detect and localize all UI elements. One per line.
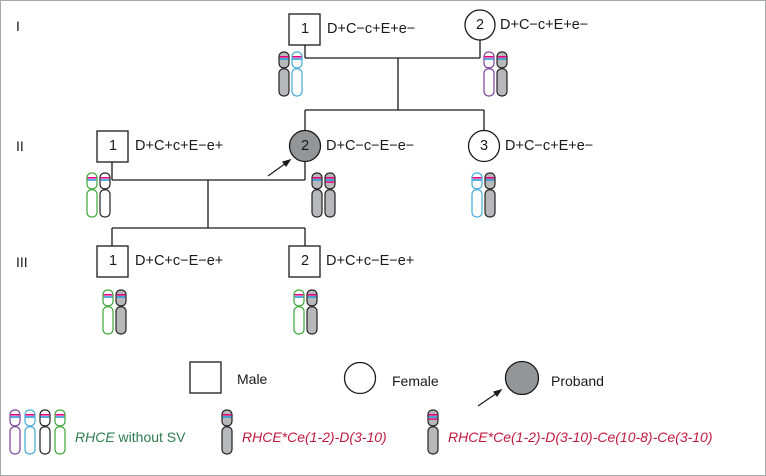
individual-II1-male-square bbox=[96, 130, 129, 163]
proband-arrow bbox=[267, 158, 292, 177]
individual-number-I2: 2 bbox=[475, 17, 485, 33]
legend-proband-arrow bbox=[477, 388, 503, 407]
chromosome-pair-I2-right bbox=[496, 51, 508, 97]
chromosome-pair-III1-left bbox=[102, 289, 114, 335]
chromosome-pair-II3-left bbox=[471, 172, 483, 218]
legend-allele-sv1: RHCE*Ce(1-2)-D(3-10) bbox=[242, 429, 387, 445]
individual-I1-male-square bbox=[288, 13, 321, 46]
chromosome-pair-II1-left bbox=[86, 172, 98, 218]
legend-female-label: Female bbox=[392, 373, 439, 389]
individual-III2-male-square bbox=[288, 245, 321, 278]
chromosome-pair-II3-right bbox=[484, 172, 496, 218]
chromosome-pairs bbox=[9, 51, 508, 455]
legend-male-square bbox=[189, 361, 222, 394]
individual-II3-female-circle bbox=[467, 129, 501, 163]
chromosome-pair-III2-left bbox=[293, 289, 305, 335]
legend-allele-sv2: RHCE*Ce(1-2)-D(3-10)-Ce(10-8)-Ce(3-10) bbox=[448, 429, 713, 445]
individual-I2-female-circle bbox=[464, 9, 496, 41]
individual-III1-male-square bbox=[96, 245, 129, 278]
individual-number-I1: 1 bbox=[300, 21, 310, 37]
chromosome-pair-III2-right bbox=[306, 289, 318, 335]
individual-number-III1: 1 bbox=[108, 253, 118, 269]
individual-number-II1: 1 bbox=[108, 138, 118, 154]
legend-allele-plain-gene: RHCE bbox=[75, 429, 115, 445]
chromosome-pair-III1-right bbox=[115, 289, 127, 335]
chromosome-pair-I1-left bbox=[278, 51, 290, 97]
legend-chromosome-green bbox=[54, 409, 66, 455]
individual-number-II3: 3 bbox=[479, 138, 489, 154]
legend-chromosome-black bbox=[39, 409, 51, 455]
generation-label-II: II bbox=[16, 138, 24, 154]
generation-label-III: III bbox=[16, 254, 28, 270]
individual-II2-proband-circle bbox=[288, 129, 322, 163]
pedigree-lines bbox=[111, 40, 485, 246]
legend-allele-plain-suffix: without SV bbox=[114, 429, 186, 445]
chromosome-pair-I2-left bbox=[483, 51, 495, 97]
generation-label-I: I bbox=[16, 18, 20, 34]
phenotype-II2: D+C−c−E−e− bbox=[326, 138, 415, 154]
legend-proband-label: Proband bbox=[551, 373, 604, 389]
legend-chromosome-sv1 bbox=[221, 409, 233, 455]
phenotype-II3: D+C−c+E+e− bbox=[505, 138, 594, 154]
legend-chromosome-blue bbox=[24, 409, 36, 455]
legend-female-circle bbox=[343, 361, 377, 395]
legend-chromosome-sv2 bbox=[427, 409, 439, 455]
legend-chromosome-purple bbox=[9, 409, 21, 455]
phenotype-III1: D+C+c−E−e+ bbox=[135, 253, 224, 269]
chromosome-pair-I1-right bbox=[291, 51, 303, 97]
phenotype-I1: D+C−c+E+e− bbox=[327, 21, 416, 37]
chromosome-pair-II1-right bbox=[99, 172, 111, 218]
chromosome-pair-II2-left bbox=[311, 172, 323, 218]
individual-number-II2: 2 bbox=[300, 138, 310, 154]
legend-male-label: Male bbox=[237, 371, 268, 387]
legend-proband-circle bbox=[504, 360, 540, 396]
phenotype-I2: D+C−c+E+e− bbox=[500, 17, 589, 33]
chromosome-pair-II2-right bbox=[324, 172, 336, 218]
individual-number-III2: 2 bbox=[300, 253, 310, 269]
legend-allele-plain: RHCE without SV bbox=[75, 428, 186, 446]
phenotype-III2: D+C+c−E−e+ bbox=[326, 253, 415, 269]
phenotype-II1: D+C+c+E−e+ bbox=[135, 138, 224, 154]
